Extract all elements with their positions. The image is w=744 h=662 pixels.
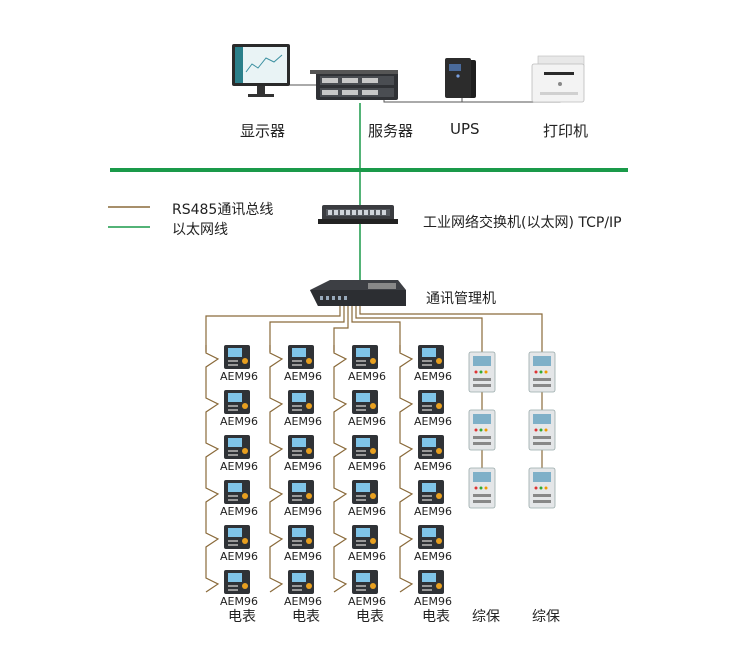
legend-rs485-label: RS485通讯总线: [172, 202, 274, 218]
legend-ethernet-label: 以太网线: [172, 222, 228, 238]
meter-model-label: AEM96: [348, 415, 386, 428]
meter-model-label: AEM96: [284, 370, 322, 383]
meter-model-label: AEM96: [220, 370, 258, 383]
meter-column: [399, 345, 444, 594]
aem96-meter-icon: [418, 480, 444, 504]
aem96-meter-icon: [352, 570, 378, 594]
aem96-meter-icon: [224, 480, 250, 504]
protection-relay-icon: [528, 467, 556, 509]
aem96-meter-icon: [352, 390, 378, 414]
protection-relay-icon: [528, 351, 556, 393]
meter-model-label: AEM96: [414, 505, 452, 518]
rs485-feeders: [205, 306, 543, 352]
protection-column-label: 综保: [532, 609, 560, 625]
meter-model-label: AEM96: [220, 595, 258, 608]
meter-model-label: AEM96: [220, 505, 258, 518]
monitor-label: 显示器: [240, 122, 286, 140]
meter-column: [205, 345, 250, 594]
aem96-meter-icon: [224, 435, 250, 459]
meter-model-label: AEM96: [220, 460, 258, 473]
meter-model-label: AEM96: [284, 505, 322, 518]
meter-model-label: AEM96: [414, 415, 452, 428]
meter-model-label: AEM96: [284, 415, 322, 428]
rs485-chain: [333, 345, 348, 593]
network-switch-icon: [318, 205, 398, 224]
meter-model-label: AEM96: [220, 415, 258, 428]
meter-column: [269, 345, 314, 594]
meter-model-label: AEM96: [284, 550, 322, 563]
ups-icon: [445, 58, 476, 98]
meter-model-label: AEM96: [220, 550, 258, 563]
monitor-icon: [232, 44, 290, 97]
meter-model-label: AEM96: [348, 505, 386, 518]
meter-column-label: 电表: [292, 609, 320, 625]
meter-model-label: AEM96: [284, 595, 322, 608]
meter-model-label: AEM96: [348, 595, 386, 608]
aem96-meter-icon: [352, 435, 378, 459]
aem96-meter-icon: [224, 345, 250, 369]
gateway-icon: [310, 280, 406, 306]
meter-column-label: 电表: [356, 609, 384, 625]
server-label: 服务器: [368, 122, 414, 140]
aem96-meter-icon: [288, 345, 314, 369]
protection-relay-icon: [468, 467, 496, 509]
aem96-meter-icon: [224, 525, 250, 549]
protection-column: [528, 351, 556, 509]
rs485-chain: [269, 345, 284, 593]
aem96-meter-icon: [418, 345, 444, 369]
meter-column-label: 电表: [422, 609, 450, 625]
aem96-meter-icon: [224, 570, 250, 594]
ups-label: UPS: [450, 120, 480, 138]
meter-model-label: AEM96: [348, 460, 386, 473]
aem96-meter-icon: [288, 390, 314, 414]
aem96-meter-icon: [224, 390, 250, 414]
switch-label: 工业网络交换机(以太网) TCP/IP: [423, 215, 622, 231]
protection-relay-icon: [468, 351, 496, 393]
aem96-meter-icon: [418, 570, 444, 594]
meter-model-label: AEM96: [414, 370, 452, 383]
aem96-meter-icon: [288, 570, 314, 594]
meter-model-label: AEM96: [414, 460, 452, 473]
protection-columns: [468, 351, 556, 509]
aem96-meter-icon: [418, 390, 444, 414]
aem96-meter-icon: [418, 435, 444, 459]
meter-model-label: AEM96: [284, 460, 322, 473]
meter-model-label: AEM96: [414, 550, 452, 563]
meter-model-label: AEM96: [414, 595, 452, 608]
aem96-meter-icon: [352, 480, 378, 504]
printer-icon: [531, 55, 585, 103]
protection-column: [468, 351, 496, 509]
server-icon: [310, 70, 398, 100]
meter-column-label: 电表: [228, 609, 256, 625]
gateway-label: 通讯管理机: [426, 291, 496, 307]
aem96-meter-icon: [288, 435, 314, 459]
meter-column: [333, 345, 378, 594]
meter-model-label: AEM96: [348, 550, 386, 563]
rs485-chain: [205, 345, 220, 593]
rs485-chain: [399, 345, 414, 593]
aem96-meter-icon: [288, 480, 314, 504]
aem96-meter-icon: [418, 525, 444, 549]
protection-column-label: 综保: [472, 609, 500, 625]
meter-model-label: AEM96: [348, 370, 386, 383]
printer-label: 打印机: [543, 122, 589, 140]
aem96-meter-icon: [288, 525, 314, 549]
protection-relay-icon: [528, 409, 556, 451]
protection-relay-icon: [468, 409, 496, 451]
aem96-meter-icon: [352, 345, 378, 369]
aem96-meter-icon: [352, 525, 378, 549]
meter-columns: [205, 345, 444, 594]
